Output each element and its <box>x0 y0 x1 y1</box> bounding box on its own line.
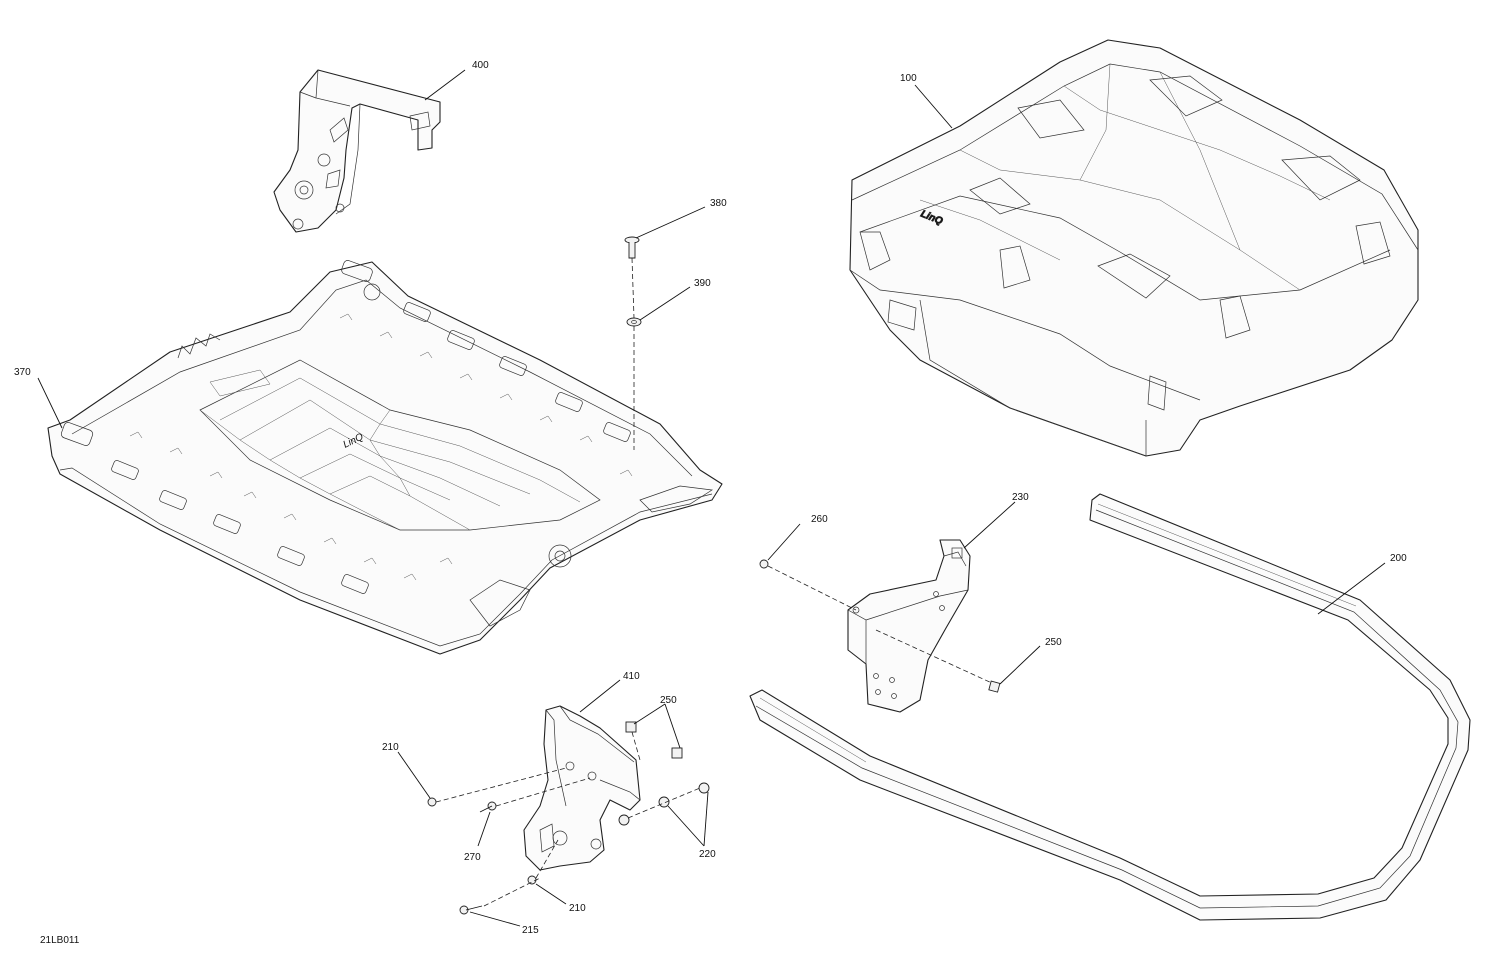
part-215-screw <box>459 905 483 915</box>
callout-270: 270 <box>464 852 481 863</box>
part-410-bracket <box>523 705 641 871</box>
tie-down-clips <box>129 313 633 581</box>
part-390-washer <box>626 317 642 327</box>
assembly-line-260 <box>767 565 857 611</box>
part-210-screws <box>427 797 537 885</box>
callout-210-lower: 210 <box>569 903 586 914</box>
callout-380: 380 <box>710 198 727 209</box>
assembly-line-380 <box>631 257 635 319</box>
part-250-nuts-left <box>625 721 683 759</box>
assembly-lines-lower <box>435 731 701 907</box>
part-260-screw <box>759 559 769 569</box>
part-220-nuts <box>618 782 710 826</box>
callout-410: 410 <box>623 671 640 682</box>
callout-250-right: 250 <box>1045 637 1062 648</box>
callout-210-upper: 210 <box>382 742 399 753</box>
rim-pockets-upper <box>403 302 631 442</box>
part-200-seal <box>749 493 1471 921</box>
callout-230: 230 <box>1012 492 1029 503</box>
callout-labels: 400 100 380 390 370 200 230 260 250 410 … <box>14 60 1407 946</box>
callout-370: 370 <box>14 367 31 378</box>
part-250-nut-right <box>988 680 1001 693</box>
callout-390: 390 <box>694 278 711 289</box>
assembly-line-250a <box>875 629 995 685</box>
leader-lines <box>37 69 1386 927</box>
part-230-bracket <box>847 539 971 713</box>
callout-400: 400 <box>472 60 489 71</box>
callout-260: 260 <box>811 514 828 525</box>
callout-250-left: 250 <box>660 695 677 706</box>
part-400-bracket <box>273 69 441 233</box>
callout-100: 100 <box>900 73 917 84</box>
callout-215: 215 <box>522 925 539 936</box>
part-100-storage-box: LinQ <box>849 39 1419 457</box>
part-370-platform: LinQ <box>47 260 723 655</box>
callout-220: 220 <box>699 849 716 860</box>
part-270-screw <box>479 801 497 813</box>
rim-pockets-lower <box>111 460 369 594</box>
diagram-code: 21LB011 <box>40 935 80 946</box>
part-380-screw <box>624 236 640 259</box>
callout-200: 200 <box>1390 553 1407 564</box>
